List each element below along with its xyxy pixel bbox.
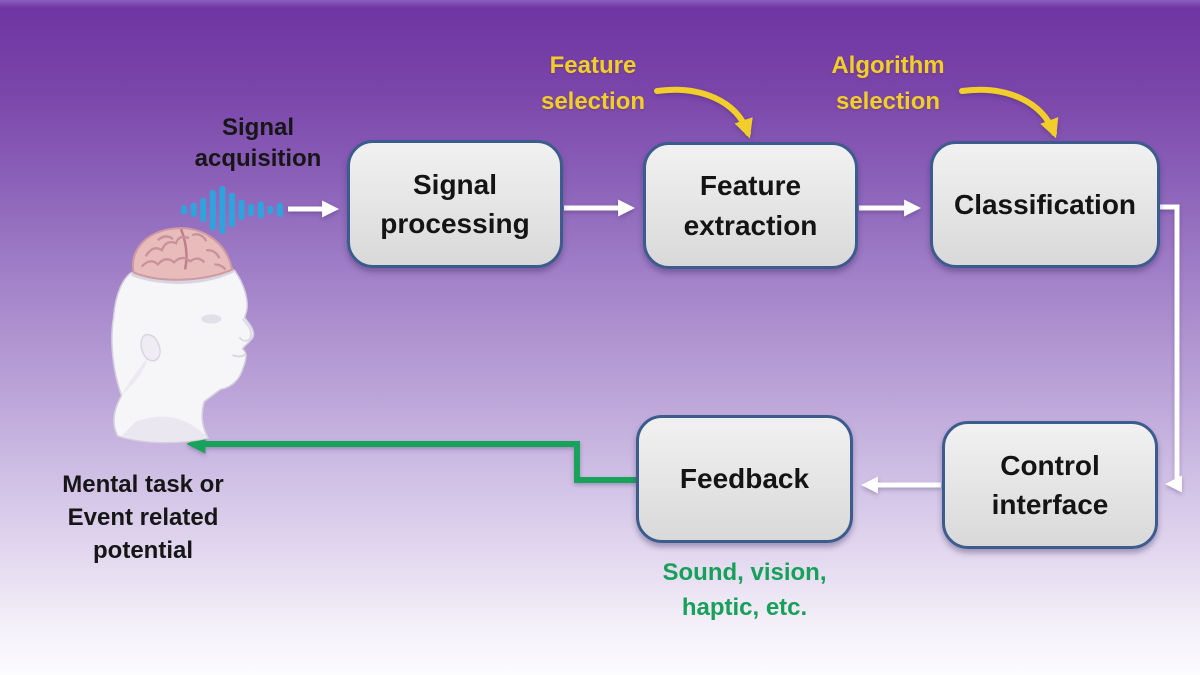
arrow-classification-to-control-interface	[1158, 204, 1182, 493]
box-control-interface: Control interface	[942, 421, 1158, 549]
arrow-feature-selection	[654, 86, 753, 139]
head-with-brain-icon	[111, 227, 255, 444]
arrow-feedback-to-user	[186, 434, 637, 483]
box-feedback: Feedback	[636, 415, 853, 543]
box-feature-extraction: Feature extraction	[643, 142, 858, 269]
signal-waveform-icon	[181, 186, 283, 234]
label-signal-acquisition: Signal acquisition	[194, 114, 322, 173]
label-algorithm-selection: Algorithm selection	[831, 52, 945, 115]
label-feature-selection: Feature selection	[540, 52, 646, 115]
label-feedback-modalities: Sound, vision, haptic, etc.	[662, 559, 827, 621]
box-signal-processing: Signal processing	[347, 140, 563, 268]
arrow-algorithm-selection	[959, 86, 1059, 139]
label-mental-task: Mental task or Event related potential	[62, 471, 224, 565]
box-classification: Classification	[930, 141, 1160, 268]
